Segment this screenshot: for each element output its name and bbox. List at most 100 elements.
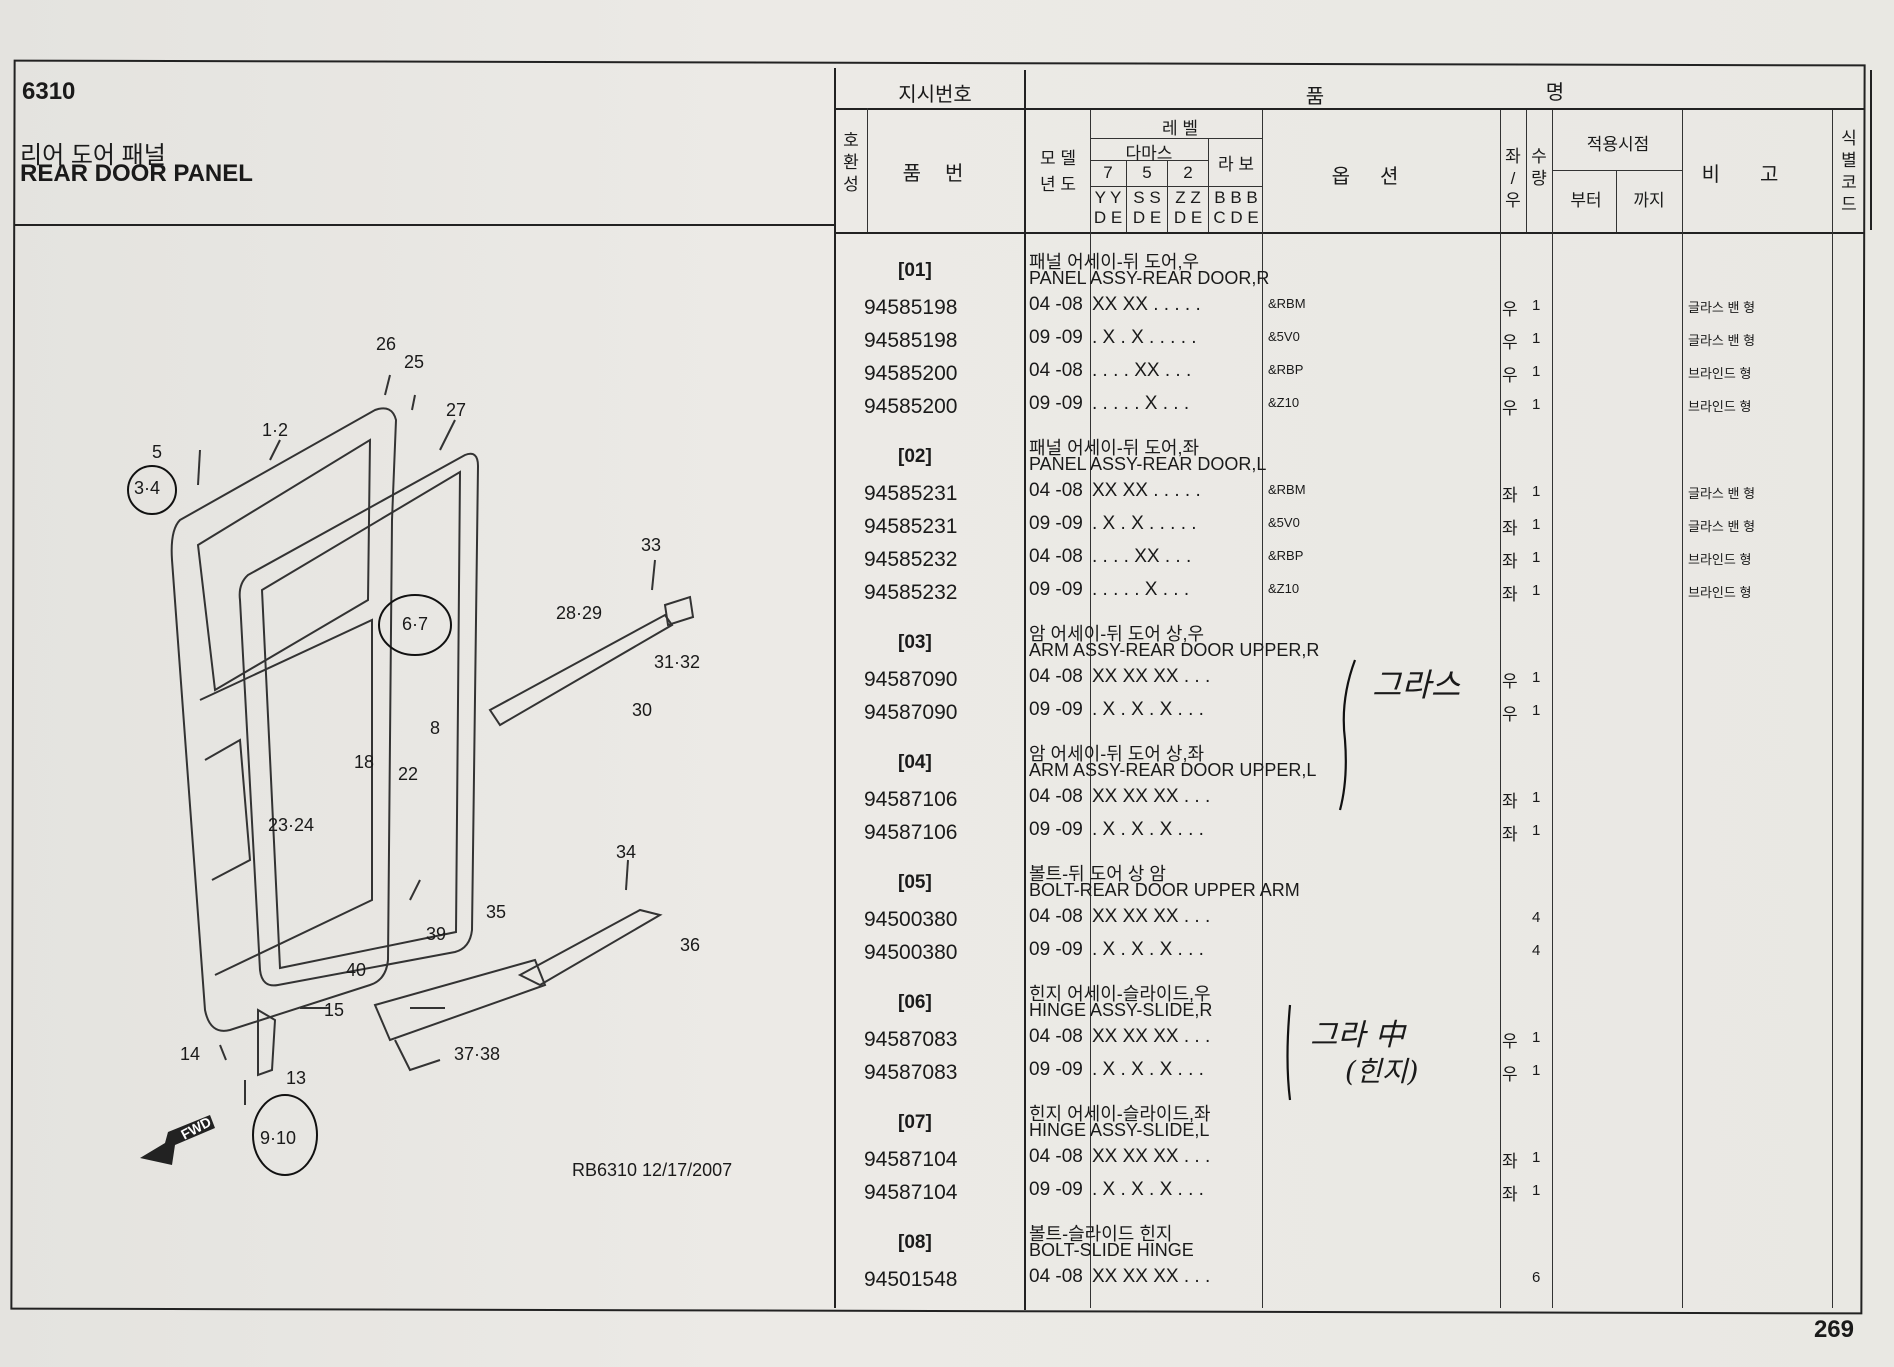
part-name-english: HINGE ASSY-SLIDE,L (1029, 1120, 1210, 1140)
grid-line (1090, 160, 1208, 161)
part-number: 94585198 (864, 296, 958, 319)
side-indicator: 좌 (1502, 792, 1518, 811)
grid-line (1526, 110, 1527, 232)
grid-line (867, 108, 868, 232)
remark: 브라인드 형 (1688, 399, 1752, 414)
part-name-korean: 패널 어세이-뒤 도어,우 (1029, 252, 1200, 272)
position-number: [06] (898, 992, 932, 1013)
part-callout-label: 3·4 (134, 478, 161, 498)
option-code: &Z10 (1268, 581, 1300, 596)
part-name-english: ARM ASSY-REAR DOOR UPPER,R (1029, 640, 1320, 660)
side-indicator: 우 (1502, 705, 1518, 724)
model-year: 04 -08 (1029, 666, 1083, 687)
model-year: 04 -08 (1029, 906, 1083, 927)
grid-line (834, 108, 1864, 110)
grid-line (1870, 70, 1872, 230)
part-number: 94585231 (864, 482, 958, 505)
part-callout-label: 14 (180, 1044, 201, 1064)
grid-line (1616, 170, 1617, 232)
part-number: 94500380 (864, 941, 958, 964)
model-year: 09 -09 (1029, 1059, 1083, 1080)
header-yy-de: Y Y D E (1093, 188, 1123, 227)
handwritten-note-2: 그라 中 (1310, 1018, 1405, 1053)
header-damas: 다마스 (1125, 144, 1173, 163)
part-name-english: BOLT-SLIDE HINGE (1029, 1240, 1194, 1260)
quantity: 4 (1532, 942, 1541, 959)
remark: 글라스 밴 형 (1688, 486, 1756, 501)
quantity: 1 (1532, 330, 1541, 347)
grid-line (1552, 170, 1682, 171)
quantity: 1 (1532, 1062, 1541, 1079)
part-name-korean: 볼트-슬라이드 힌지 (1029, 1224, 1173, 1244)
header-part-number: 품번 (902, 163, 988, 185)
grid-line (1208, 138, 1209, 232)
level-marks: . . . . . X . . . (1092, 579, 1190, 600)
level-marks: . . . . XX . . . (1092, 546, 1192, 567)
grid-line (1090, 138, 1262, 139)
part-callout-label: 6·7 (402, 614, 429, 634)
quantity: 1 (1532, 549, 1541, 566)
part-callout-label: 5 (152, 442, 163, 462)
model-year: 04 -08 (1029, 786, 1083, 807)
part-callout-label: 13 (286, 1068, 307, 1088)
header-level-5: 5 (1142, 163, 1152, 182)
header-qty: 수 량 (1531, 147, 1547, 188)
part-callout-label: 22 (398, 764, 419, 784)
part-callout-label: 39 (426, 924, 447, 944)
option-code: &5V0 (1268, 515, 1300, 530)
grid-line (1262, 110, 1263, 1308)
model-year: 09 -09 (1029, 579, 1083, 600)
part-callout-label: 1·2 (262, 420, 289, 440)
remark: 글라스 밴 형 (1688, 519, 1756, 534)
side-indicator: 좌 (1502, 1152, 1518, 1171)
grid-line (834, 68, 836, 1308)
model-year: 04 -08 (1029, 360, 1083, 381)
quantity: 4 (1532, 909, 1541, 926)
grid-line (1500, 110, 1501, 1308)
model-year: 04 -08 (1029, 480, 1083, 501)
level-marks: XX XX XX . . . (1092, 666, 1211, 687)
side-indicator: 좌 (1502, 1185, 1518, 1204)
part-number: 94585200 (864, 362, 958, 385)
exploded-diagram (127, 374, 695, 1176)
header-level: 레 벨 (1161, 119, 1198, 138)
quantity: 1 (1532, 789, 1541, 806)
option-code: &Z10 (1268, 395, 1300, 410)
side-indicator: 좌 (1502, 585, 1518, 604)
level-marks: XX XX XX . . . (1092, 906, 1211, 927)
quantity: 6 (1532, 1269, 1541, 1286)
part-callout-label: 36 (680, 935, 701, 955)
fwd-arrow-icon (140, 1115, 215, 1165)
side-indicator: 좌 (1502, 552, 1518, 571)
part-callout-label: 27 (446, 400, 467, 420)
section-title-english: REAR DOOR PANEL (20, 160, 253, 187)
part-name-korean: 패널 어세이-뒤 도어,좌 (1029, 438, 1200, 458)
model-year: 04 -08 (1029, 1026, 1083, 1047)
side-indicator: 우 (1502, 399, 1518, 418)
level-marks: . X . X . X . . . (1092, 699, 1204, 720)
option-code: &RBM (1268, 482, 1306, 497)
header-remarks: 비고 (1701, 164, 1819, 186)
side-indicator: 좌 (1502, 486, 1518, 505)
level-marks: . X . X . X . . . (1092, 1059, 1204, 1080)
level-marks: XX XX . . . . . (1092, 294, 1201, 315)
level-marks: . X . X . X . . . (1092, 1179, 1204, 1200)
remark: 글라스 밴 형 (1688, 300, 1756, 315)
part-number: 94587106 (864, 788, 958, 811)
header-item: 품 (1305, 86, 1325, 108)
side-indicator: 우 (1502, 672, 1518, 691)
remark: 브라인드 형 (1688, 585, 1752, 600)
grid-line (1126, 160, 1127, 232)
part-number: 94587106 (864, 821, 958, 844)
part-number: 94587083 (864, 1061, 958, 1084)
part-callout-label: 30 (632, 700, 653, 720)
level-marks: . X . X . . . . . (1092, 327, 1197, 348)
header-id-code: 식 별 코 드 (1841, 129, 1857, 214)
quantity: 1 (1532, 1149, 1541, 1166)
part-name-english: PANEL ASSY-REAR DOOR,R (1029, 268, 1270, 288)
option-code: &RBM (1268, 296, 1306, 311)
position-number: [04] (898, 752, 932, 773)
side-indicator: 우 (1502, 1065, 1518, 1084)
header-to: 까지 (1633, 191, 1665, 210)
part-callout-label: 33 (641, 535, 662, 555)
